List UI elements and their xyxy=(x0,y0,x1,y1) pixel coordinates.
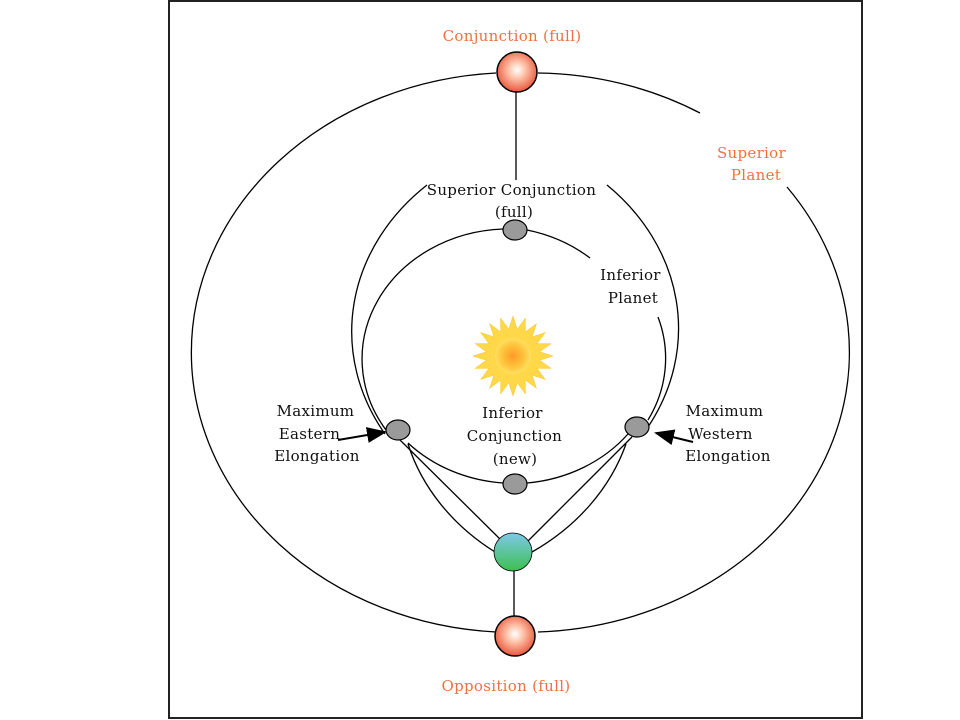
eastern-arrow xyxy=(337,427,387,443)
max-eastern-elongation-label: Maximum Eastern Elongation xyxy=(274,402,360,465)
superior-planet-label: Superior Planet xyxy=(717,144,791,184)
inferior-conjunction-label: Inferior Conjunction (new) xyxy=(467,404,567,468)
superior-orbit xyxy=(190,72,851,633)
inferior-planet-icon xyxy=(385,419,411,441)
inferior-orbit xyxy=(361,228,667,484)
earth-icon xyxy=(493,532,533,572)
superior-planet-icon xyxy=(494,615,536,657)
max-western-elongation-label: Maximum Western Elongation xyxy=(685,402,771,465)
inferior-planet-icon xyxy=(502,473,528,495)
western-sightline xyxy=(523,436,633,546)
inferior-planet-label: Inferior Planet xyxy=(600,266,666,307)
earth-orbit xyxy=(351,184,680,553)
superior-planet-icon xyxy=(496,51,538,93)
western-arrow xyxy=(654,429,694,446)
opposition-label: Opposition (full) xyxy=(442,677,571,695)
sun-icon xyxy=(472,315,554,397)
superior-conjunction-label: Superior Conjunction (full) xyxy=(427,181,602,221)
inferior-planet-icon xyxy=(502,219,528,241)
eastern-sightline xyxy=(399,439,507,546)
inferior-planet-icon xyxy=(624,416,650,438)
conjunction-label: Conjunction (full) xyxy=(443,27,582,45)
